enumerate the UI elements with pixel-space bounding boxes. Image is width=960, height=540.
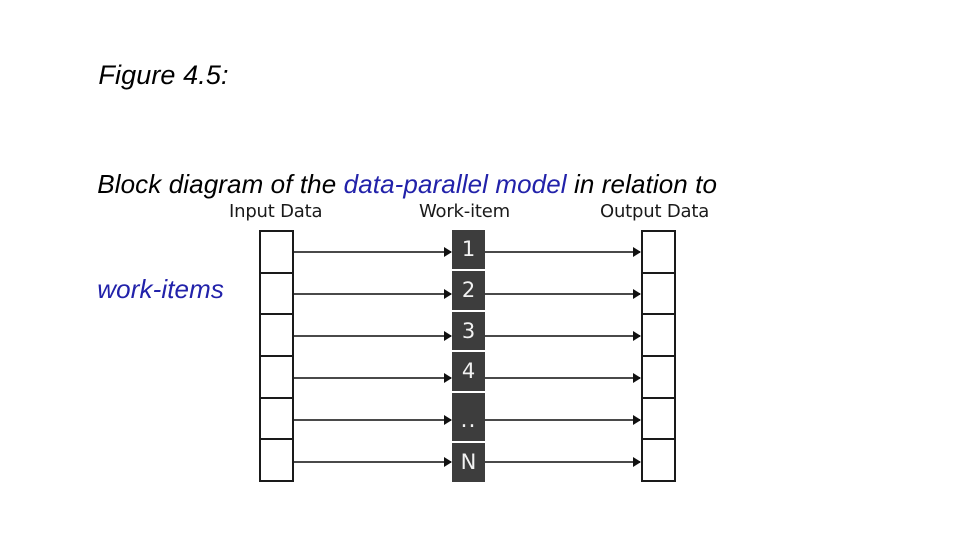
- arrow-input-to-work-item: [294, 331, 452, 341]
- column-label-input-data: Input Data: [229, 201, 323, 222]
- work-item-column: 1 2 3 4 .. N: [452, 230, 485, 482]
- caption-line-figure-number: Figure 4.5:: [68, 18, 898, 132]
- input-data-cell: [259, 271, 294, 314]
- arrow-work-item-to-output: [485, 247, 641, 257]
- arrow-work-item-to-output: [485, 373, 641, 383]
- input-data-column: [259, 230, 294, 483]
- input-data-cell: [259, 230, 294, 272]
- work-item-box: 4: [452, 352, 485, 392]
- arrow-input-to-work-item: [294, 373, 452, 383]
- caption-highlight-work-items: work-items: [97, 274, 224, 304]
- output-data-cell: [641, 230, 676, 272]
- arrow-work-item-to-output: [485, 457, 641, 467]
- output-data-column: [641, 230, 676, 483]
- arrow-work-item-to-output: [485, 415, 641, 425]
- caption-text-lead: Block diagram of the: [97, 169, 344, 199]
- caption-text-tail: in relation to: [566, 169, 718, 199]
- arrow-work-item-to-output: [485, 331, 641, 341]
- work-item-box: 2: [452, 270, 485, 310]
- output-data-cell: [641, 396, 676, 439]
- input-data-cell: [259, 313, 294, 356]
- input-data-cell: [259, 396, 294, 439]
- output-data-cell: [641, 313, 676, 356]
- figure-number-text: Figure 4.5:: [98, 60, 229, 90]
- caption-line-description: Block diagram of the data-parallel model…: [68, 132, 898, 237]
- work-item-box-ellipsis: ..: [452, 393, 485, 442]
- output-data-cell: [641, 438, 676, 483]
- arrow-input-to-work-item: [294, 247, 452, 257]
- input-data-cell: [259, 438, 294, 483]
- output-data-cell: [641, 355, 676, 397]
- arrow-input-to-work-item: [294, 415, 452, 425]
- figure-caption: Figure 4.5: Block diagram of the data-pa…: [68, 18, 898, 342]
- arrow-work-item-to-output: [485, 289, 641, 299]
- work-item-box: 3: [452, 311, 485, 351]
- input-data-cell: [259, 355, 294, 397]
- caption-line-continuation: work-items: [68, 237, 898, 342]
- output-data-cell: [641, 271, 676, 314]
- arrow-input-to-work-item: [294, 289, 452, 299]
- column-label-output-data: Output Data: [600, 201, 710, 222]
- work-item-box: N: [452, 443, 485, 482]
- column-label-work-item: Work-item: [419, 201, 510, 222]
- arrow-input-to-work-item: [294, 457, 452, 467]
- caption-highlight-data-parallel-model: data-parallel model: [343, 169, 567, 199]
- work-item-box: 1: [452, 230, 485, 269]
